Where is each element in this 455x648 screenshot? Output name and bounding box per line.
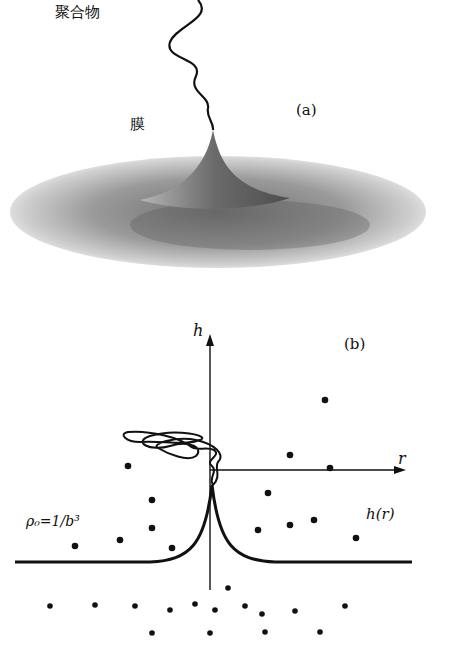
axis-label: h [193,322,203,340]
panel-label: (b) [344,336,365,353]
membrane-label: 膜 [130,116,145,133]
r-axis [210,469,402,470]
polymer-coil [124,432,221,485]
density-label: ρ₀=1/b³ [26,514,80,529]
polymer-label: 聚合物 [55,4,100,21]
h-axis-arrow [206,334,214,346]
membrane-shade [130,200,370,250]
axis-label: r [398,450,406,468]
panel-label: (a) [296,102,317,119]
curve-label: h(r) [366,506,395,523]
solvent-dots [47,397,359,636]
membrane-profile [15,485,412,562]
polymer-chain [169,0,213,130]
membrane-tether [140,130,290,209]
